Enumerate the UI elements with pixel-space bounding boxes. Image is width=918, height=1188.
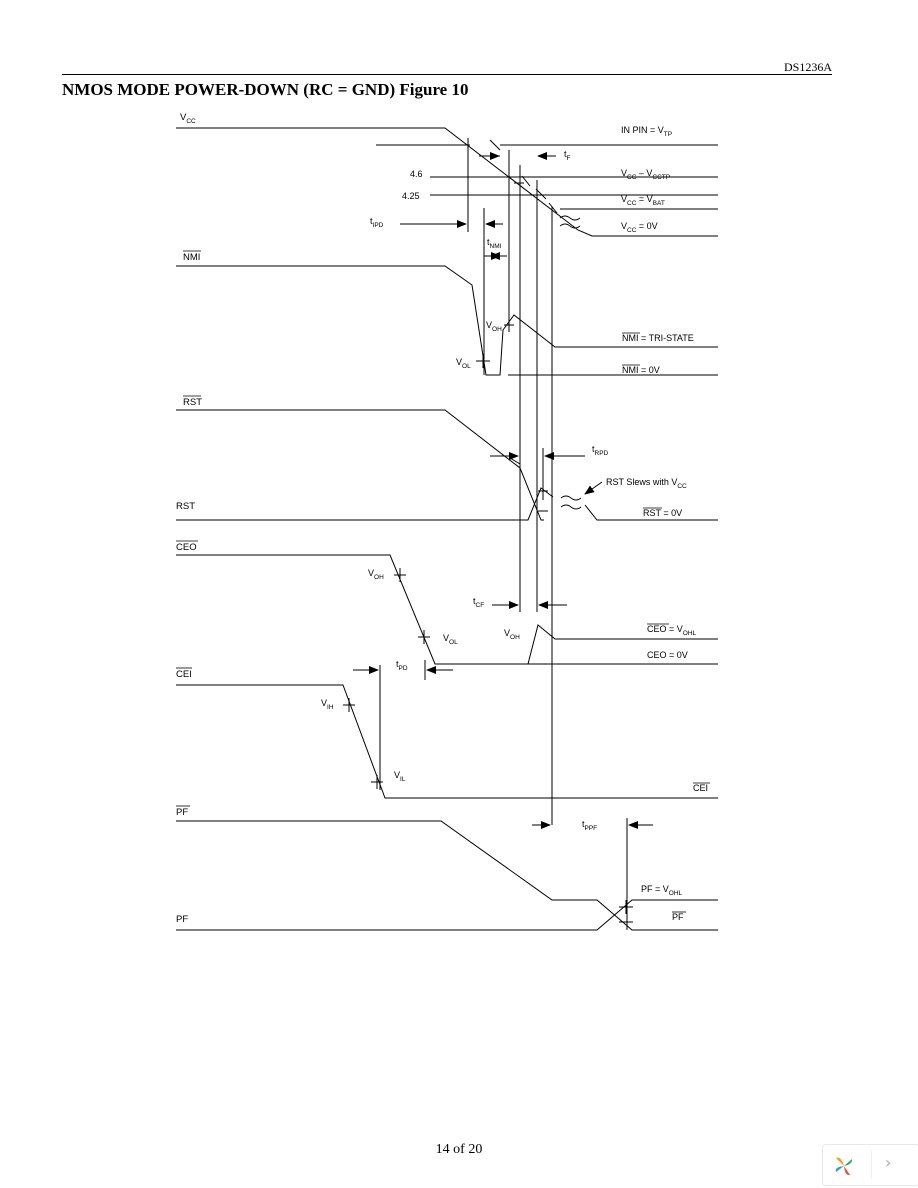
von-label: VOH	[486, 320, 502, 333]
nmi-0v-label: NMI = 0V	[622, 365, 660, 375]
tcf-label: tCF	[473, 596, 484, 609]
pf-bar-waveform	[176, 820, 718, 931]
level-4.25-label: 4.25	[402, 191, 420, 201]
nmi-waveform	[176, 265, 718, 376]
pf-waveform	[176, 899, 718, 931]
vcc-bat-label: VCC = VBAT	[621, 194, 665, 207]
rst-0v-label: RST = 0V	[643, 508, 682, 518]
rst-bar-waveform	[176, 409, 544, 521]
page-number: 14 of 20	[435, 1142, 483, 1157]
ceo-waveform	[176, 554, 718, 665]
vcc-0v-label: VCC = 0V	[621, 221, 658, 234]
signal-pf-label: PF	[176, 914, 188, 925]
vil-label: VIL	[394, 770, 406, 783]
pf-ohl-label: PF = VOHL	[641, 884, 683, 897]
ceo-0v-label: CEO = 0V	[647, 650, 688, 660]
pinwheel-logo-icon[interactable]	[831, 1153, 857, 1179]
tnmi-label: tNMI	[487, 237, 502, 250]
document-id: DS1236A	[783, 60, 832, 74]
rst-slew-label: RST Slews with VCC	[606, 477, 687, 490]
page-nav-widget: ›	[822, 1144, 918, 1186]
signal-cei-label: CEI	[176, 669, 192, 680]
nmi-tristate-label: NMI = TRI-STATE	[622, 333, 694, 343]
chevron-right-icon[interactable]: ›	[885, 1153, 892, 1172]
vcc-cctp-label: VCC – VCCTP	[621, 168, 670, 181]
tipd-label: tIPD	[370, 216, 384, 229]
header-rule	[62, 74, 832, 75]
vih-label: VIH	[321, 698, 334, 711]
figure-title: NMOS MODE POWER-DOWN (RC = GND) Figure 1…	[62, 80, 469, 99]
signal-pf-bar-label: PF	[176, 807, 188, 818]
vol-nmi-label: VOL	[456, 357, 471, 370]
nav-divider	[871, 1151, 872, 1179]
trpd-label: tRPD	[592, 444, 609, 457]
level-4.6-label: 4.6	[410, 169, 423, 179]
rst-waveform	[176, 487, 718, 521]
vcc-waveform	[176, 127, 718, 237]
signal-ceo-label: CEO	[176, 542, 197, 553]
in-pin-label: IN PIN = VTP	[621, 125, 672, 138]
tppf-label: tPPF	[582, 819, 597, 832]
cei-end-label: CEI	[693, 783, 708, 793]
ceo-ohl-label: CEO = VOHL	[647, 624, 697, 637]
voh-ceo-label: VOH	[368, 568, 384, 581]
signal-nmi-label: NMI	[183, 252, 200, 263]
pf-end-label: PF	[672, 912, 684, 922]
cei-waveform	[176, 684, 718, 799]
vol-ceo-label: VOL	[443, 633, 458, 646]
signal-rst-bar-label: RST	[183, 397, 202, 408]
signal-vcc-label: VCC	[180, 112, 196, 125]
voh2-label: VOH	[504, 628, 520, 641]
tpd-label: tPD	[396, 659, 408, 672]
tf-label: tF	[564, 149, 571, 162]
signal-rst-label: RST	[176, 501, 195, 512]
